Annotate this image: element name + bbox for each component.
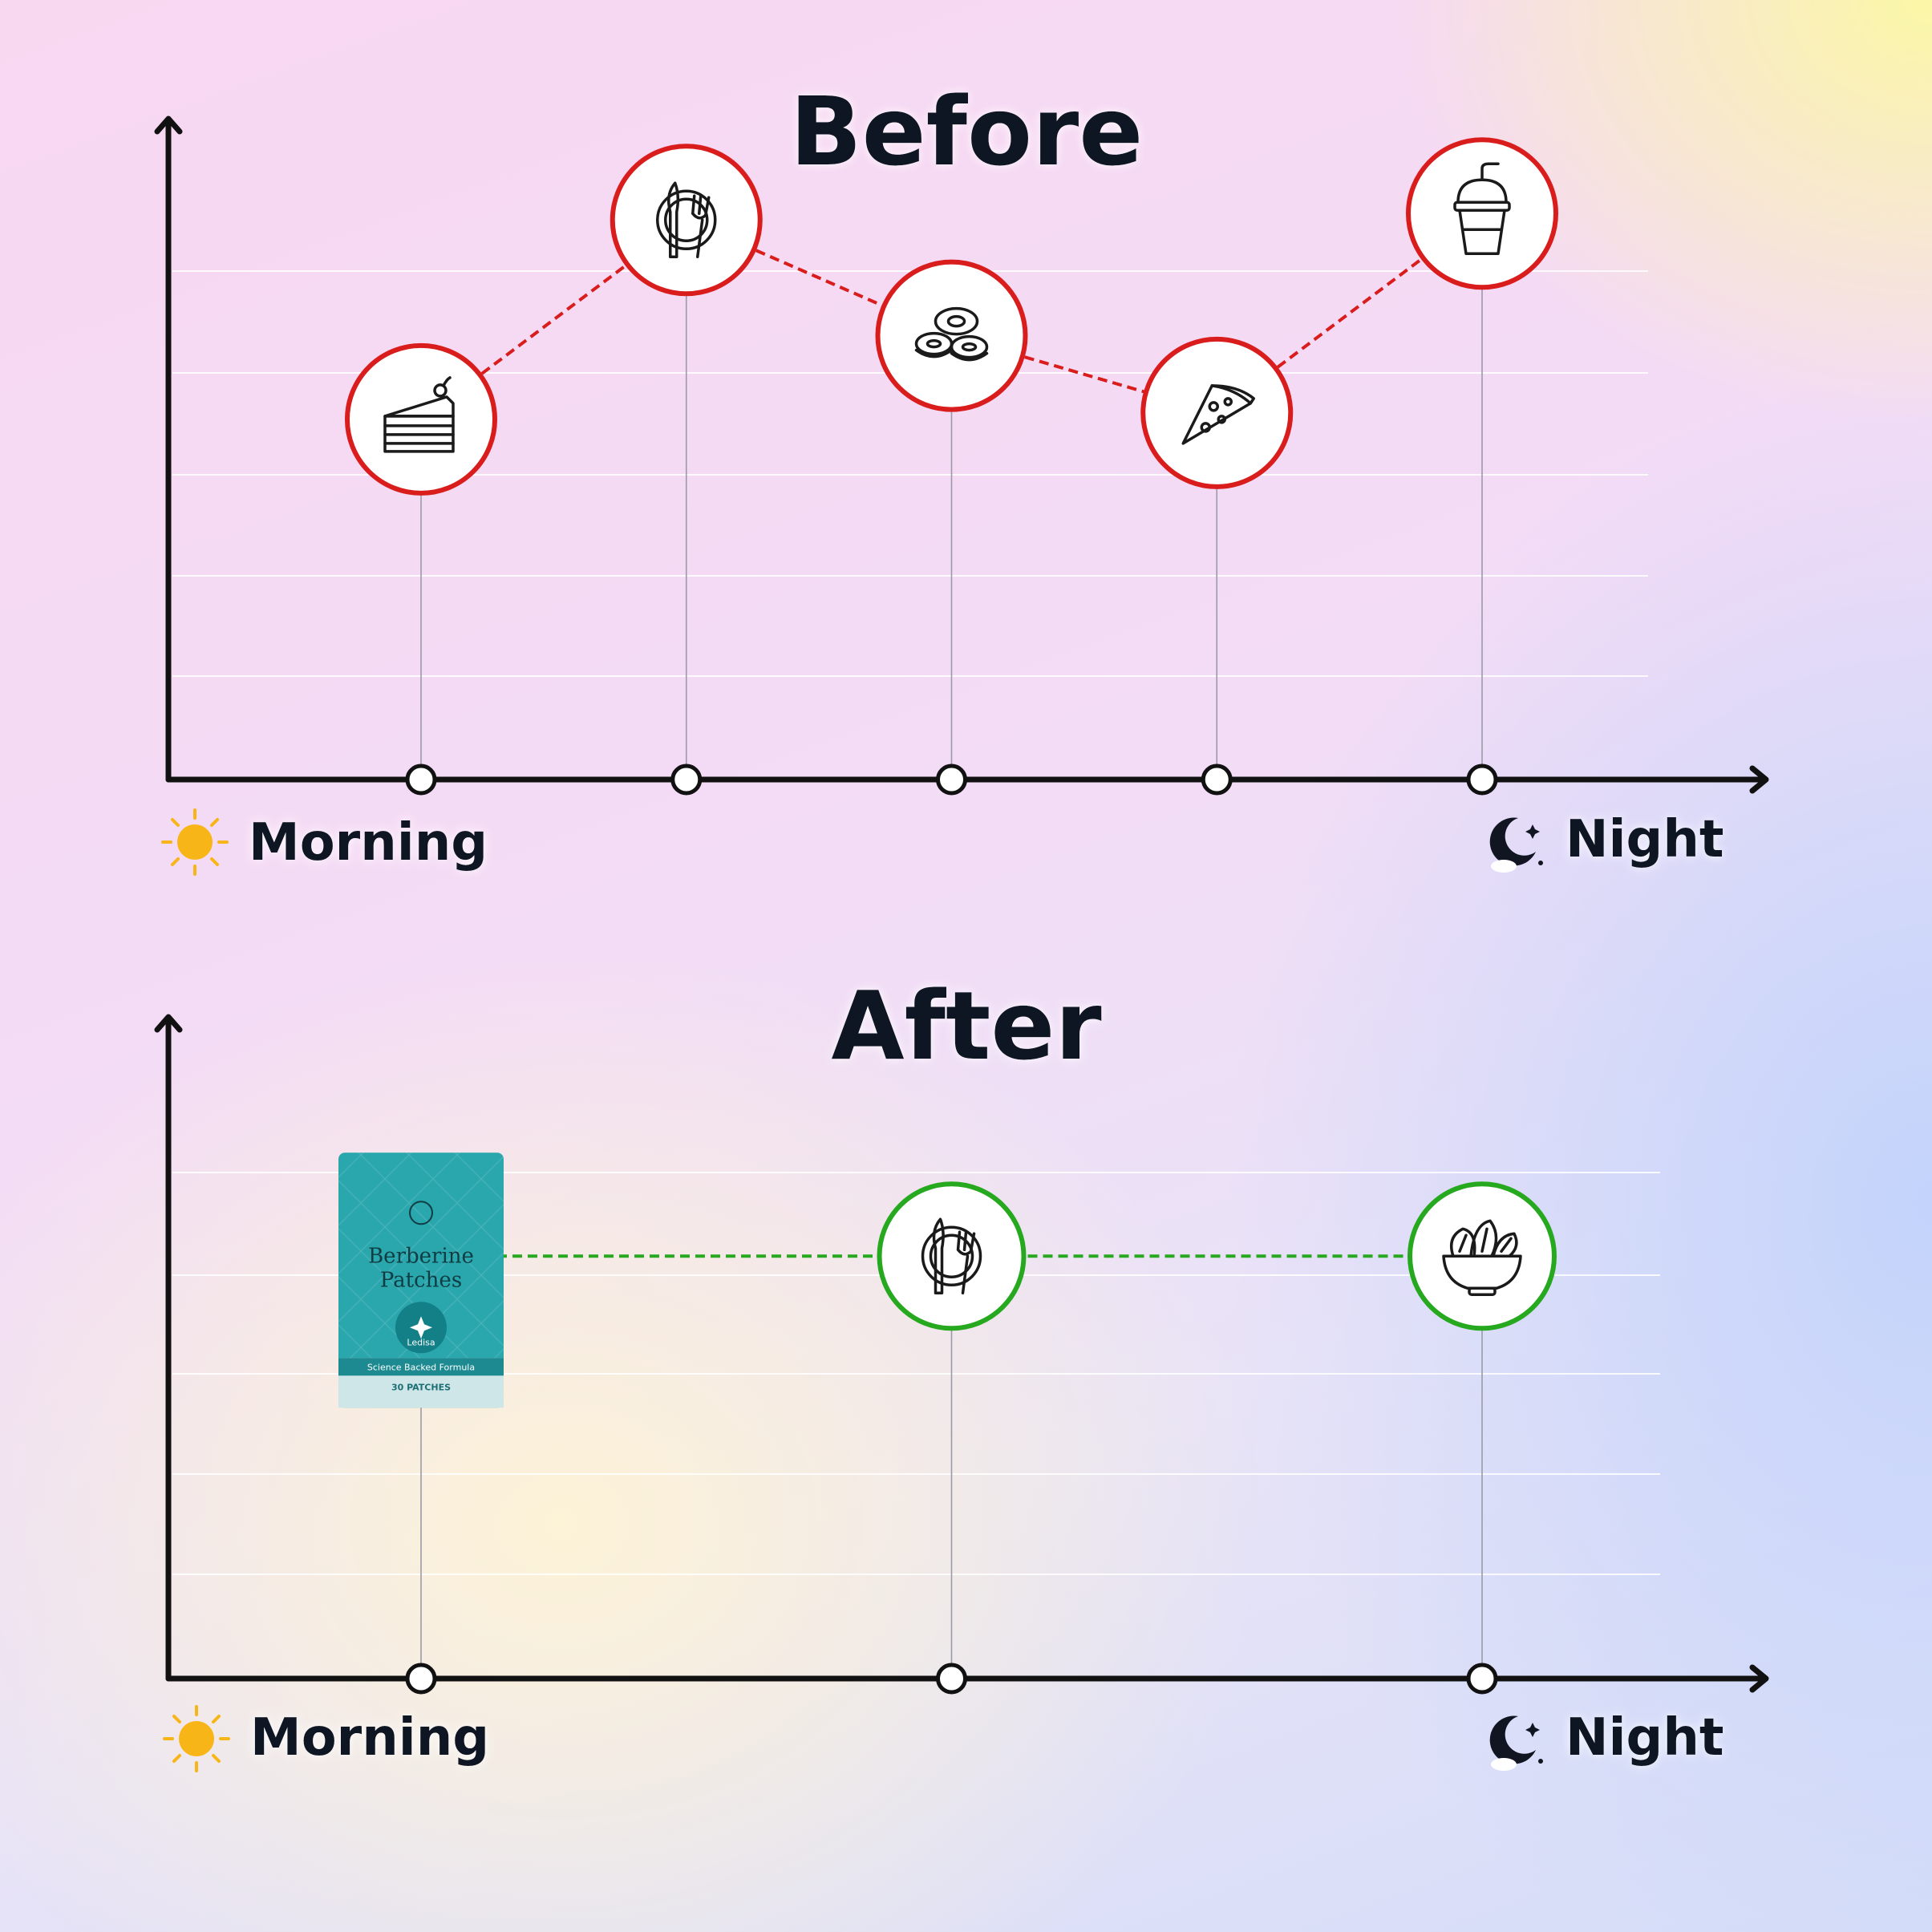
time-tick — [936, 763, 967, 796]
product-name-line1: Berberine — [368, 1244, 474, 1268]
sparkle-icon — [410, 1316, 432, 1339]
cookies-icon — [914, 306, 989, 362]
time-tick — [405, 763, 437, 796]
time-tick — [1201, 763, 1233, 796]
moon-stars-icon — [1489, 1715, 1543, 1771]
plate-cutlery-icon — [921, 1217, 982, 1295]
time-tick — [405, 1663, 437, 1695]
before-markers — [345, 137, 1558, 496]
meal-marker — [875, 259, 1028, 412]
before-night-label: Night — [1489, 810, 1723, 873]
product-count: 30 PATCHES — [391, 1382, 451, 1392]
drink-cup-icon — [1453, 162, 1511, 255]
product-tagline: Science Backed Formula — [367, 1362, 475, 1372]
meal-marker — [345, 342, 497, 496]
time-tick — [1466, 1663, 1498, 1695]
meal-marker — [1407, 1181, 1557, 1331]
product-brand: Ledisa — [407, 1337, 435, 1347]
morning-label: Morning — [250, 1708, 489, 1768]
meal-marker — [610, 144, 763, 297]
time-tick — [1466, 763, 1498, 796]
cake-icon — [383, 376, 455, 453]
before-chart: Before — [154, 76, 1769, 876]
time-tick — [670, 763, 703, 796]
sun-icon — [161, 808, 229, 876]
after-morning-label: Morning — [163, 1705, 489, 1772]
plate-cutlery-icon — [656, 181, 717, 259]
before-morning-label: Morning — [161, 808, 488, 876]
time-tick — [936, 1663, 967, 1695]
pizza-icon — [1181, 384, 1255, 445]
night-label: Night — [1565, 1708, 1723, 1768]
after-ticks — [405, 1663, 1498, 1695]
before-ticks — [405, 763, 1498, 796]
salad-bowl-icon — [1442, 1219, 1522, 1297]
after-night-label: Night — [1489, 1708, 1723, 1771]
product-name-line2: Patches — [380, 1268, 462, 1292]
morning-label: Morning — [249, 813, 488, 873]
sun-icon — [163, 1705, 230, 1772]
meal-marker — [1406, 137, 1558, 290]
meal-marker — [877, 1181, 1027, 1331]
after-title: After — [831, 970, 1101, 1081]
brand-logo — [409, 1201, 433, 1225]
meal-marker — [1140, 336, 1294, 489]
moon-stars-icon — [1489, 817, 1543, 873]
night-label: Night — [1565, 810, 1723, 869]
before-title: Before — [790, 76, 1144, 187]
